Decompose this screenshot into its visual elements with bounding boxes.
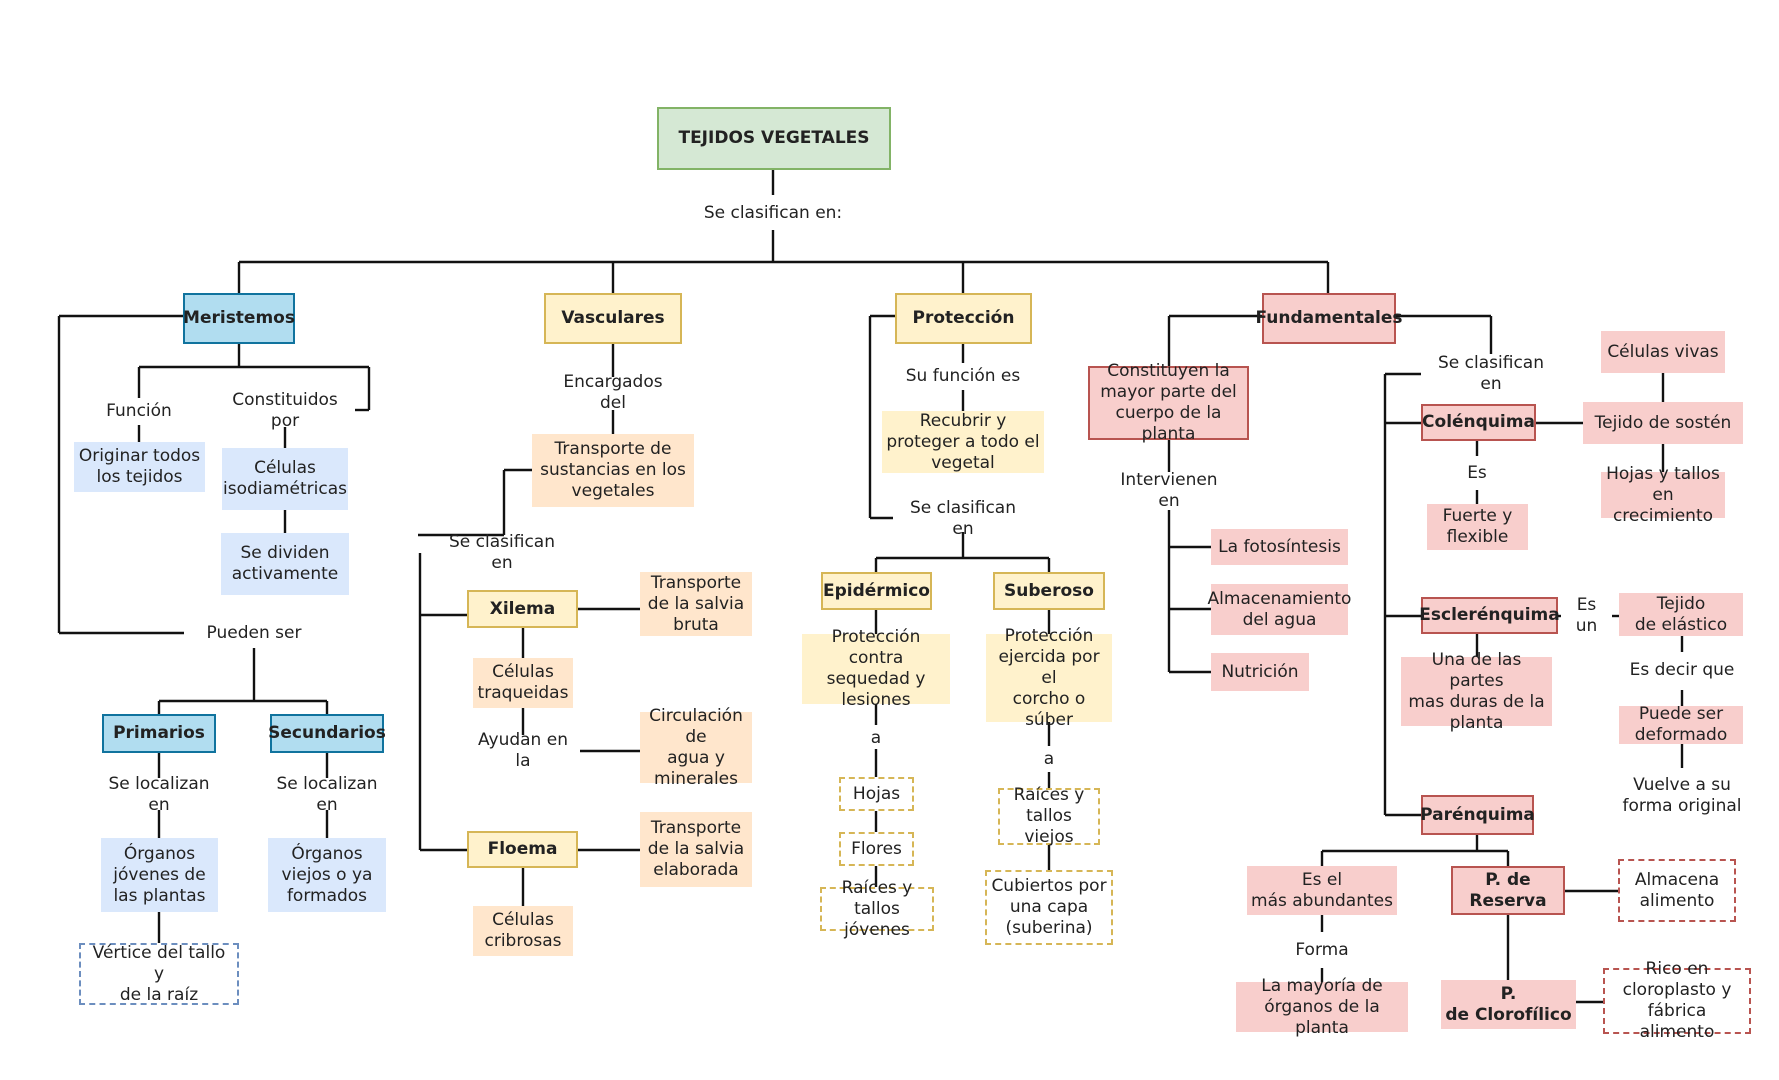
node-celulas-vivas: Células vivas — [1601, 331, 1725, 373]
node-suberoso: Suberoso — [993, 572, 1105, 610]
node-secundarios: Secundarios — [268, 714, 386, 753]
node-mas-abundantes: Es el más abundantes — [1247, 866, 1397, 915]
node-celulas-isodiametricas: Células isodiamétricas — [222, 448, 348, 510]
node-primarios: Primarios — [102, 714, 216, 753]
primarios-localizan-label: Se localizan en — [92, 774, 226, 815]
suberoso-a-label: a — [1037, 748, 1061, 770]
node-almacena-alimento: Almacena alimento — [1618, 859, 1736, 922]
node-p-clorofilico: P. de Clorofílico — [1441, 980, 1576, 1029]
node-esclerenquima: Esclerénquima — [1419, 597, 1560, 634]
node-flores: Flores — [839, 832, 914, 866]
vasculares-clasifican-label: Se clasifican en — [432, 532, 572, 573]
node-organos-viejos: Órganos viejos o ya formados — [268, 838, 386, 912]
node-mayoria-organos: La mayoría de órganos de la planta — [1236, 976, 1408, 1038]
node-epidermico: Epidérmico — [821, 572, 932, 610]
node-fundamentales: Fundamentales — [1255, 293, 1403, 344]
node-proteccion-corcho: Protección ejercida por el corcho o súbe… — [986, 626, 1112, 730]
node-circulacion-agua: Circulación de agua y minerales — [640, 706, 752, 789]
node-tejido-sosten: Tejido de sostén — [1583, 402, 1743, 444]
proteccion-funcion-label: Su función es — [898, 363, 1028, 390]
node-meristemos: Meristemos — [183, 293, 295, 344]
node-hojas: Hojas — [839, 777, 914, 811]
node-rico-cloroplasto: Rico en cloroplasto y fábrica alimento — [1603, 959, 1751, 1042]
node-proteccion-sequedad: Protección contra sequedad y lesiones — [802, 627, 950, 710]
parenquima-forma-label: Forma — [1282, 937, 1362, 963]
node-cubiertos-suberina: Cubiertos por una capa (suberina) — [985, 870, 1113, 945]
meristemos-pueden-ser-label: Pueden ser — [184, 620, 324, 646]
node-tejido-elastico: Tejido de elástico — [1619, 593, 1743, 636]
node-hojas-tallos-crecimiento: Hojas y tallos en crecimiento — [1601, 464, 1725, 526]
meristemos-funcion-label: Función — [95, 398, 183, 424]
fundamentales-intervienen-label: Intervienen en — [1105, 470, 1233, 511]
node-fuerte-flexible: Fuerte y flexible — [1427, 504, 1528, 550]
node-xilema: Xilema — [467, 590, 578, 628]
node-originar-tejidos: Originar todos los tejidos — [74, 442, 205, 492]
node-celulas-cribrosas: Células cribrosas — [473, 906, 573, 956]
meristemos-constituidos-label: Constituidos por — [215, 390, 355, 431]
esclerenquima-es-un-label: Es un — [1561, 595, 1612, 636]
diagram-title: TEJIDOS VEGETALES — [657, 107, 891, 170]
colenquima-es-label: Es — [1459, 460, 1495, 486]
node-colenquima: Colénquima — [1421, 404, 1536, 441]
node-savia-elaborada: Transporte de la salvia elaborada — [640, 812, 752, 887]
vasculares-encargados-label: Encargados del — [544, 372, 682, 413]
node-parenquima: Parénquima — [1420, 795, 1535, 835]
node-partes-duras: Una de las partes mas duras de la planta — [1401, 650, 1552, 733]
node-raices-tallos-viejos: Raíces y tallos viejos — [998, 785, 1100, 847]
node-p-reserva: P. de Reserva — [1451, 866, 1565, 915]
node-transporte-sustancias: Transporte de sustancias en los vegetale… — [532, 434, 694, 507]
epidermico-a-label: a — [864, 727, 888, 749]
node-vasculares: Vasculares — [544, 293, 682, 344]
classify-label: Se clasifican en: — [698, 200, 848, 226]
node-vuelve-forma: Vuelve a su forma original — [1612, 772, 1752, 820]
esclerenquima-es-decir-label: Es decir que — [1622, 657, 1742, 683]
node-puede-deformado: Puede ser deformado — [1619, 704, 1743, 745]
xilema-ayudan-label: Ayudan en la — [466, 730, 580, 771]
node-almacenamiento-agua: Almacenamiento del agua — [1208, 584, 1351, 635]
secundarios-localizan-label: Se localizan en — [260, 774, 394, 815]
node-se-dividen: Se dividen activamente — [221, 533, 349, 595]
node-fotosintesis: La fotosíntesis — [1211, 529, 1348, 565]
node-raices-tallos-jovenes: Raíces y tallos jóvenes — [820, 878, 934, 940]
node-savia-bruta: Transporte de la salvia bruta — [640, 572, 752, 636]
node-organos-jovenes: Órganos jóvenes de las plantas — [101, 838, 218, 912]
fundamentales-clasifican-label: Se clasifican en — [1421, 353, 1561, 394]
node-constituyen-cuerpo: Constituyen la mayor parte del cuerpo de… — [1088, 361, 1249, 444]
proteccion-clasifican-label: Se clasifican en — [893, 498, 1033, 539]
node-nutricion: Nutrición — [1211, 653, 1309, 691]
node-celulas-traqueidas: Células traqueidas — [473, 658, 573, 708]
node-vertice-tallo: Vértice del tallo y de la raíz — [79, 943, 239, 1005]
node-recubrir-proteger: Recubrir y proteger a todo el vegetal — [882, 411, 1044, 473]
node-floema: Floema — [467, 831, 578, 868]
node-proteccion: Protección — [895, 293, 1032, 344]
